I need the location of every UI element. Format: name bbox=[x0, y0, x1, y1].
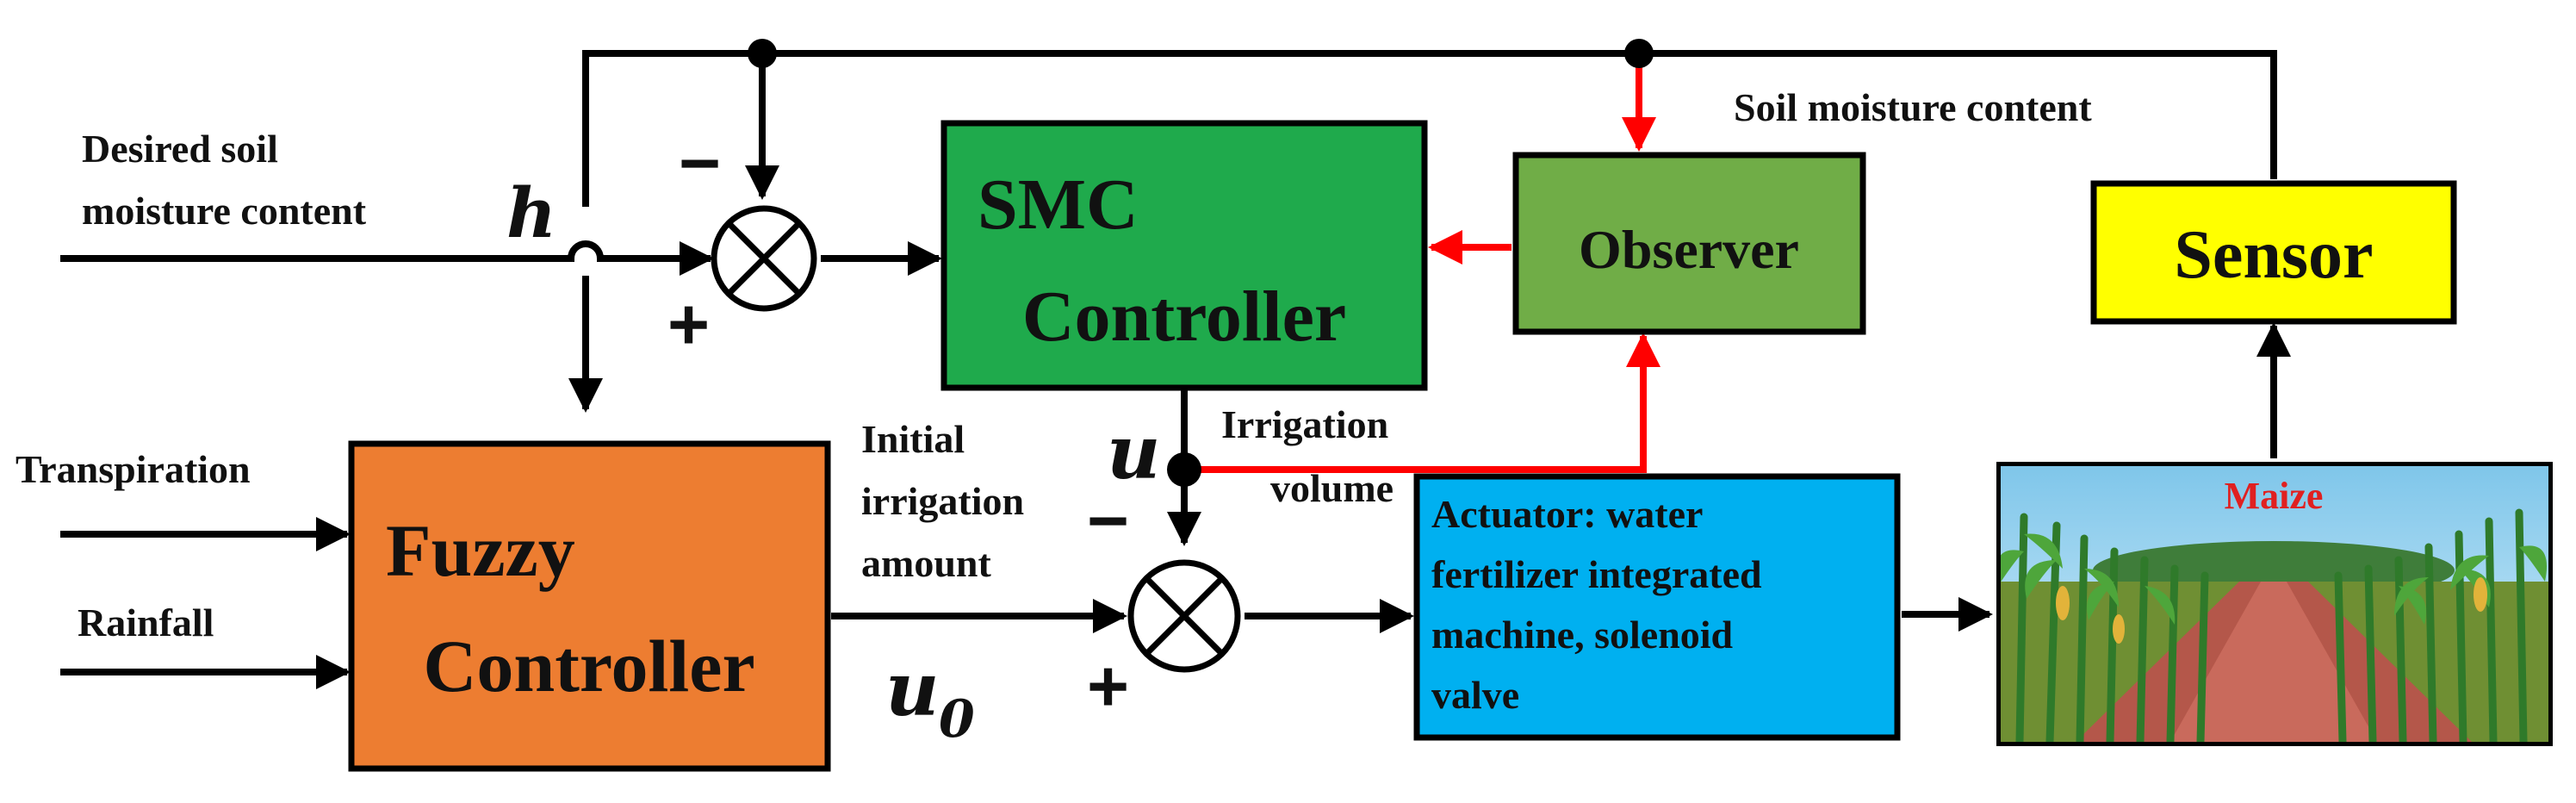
smc-controller-block: SMC Controller bbox=[940, 120, 1428, 391]
sum2-plus-sign: + bbox=[1087, 645, 1129, 726]
h-symbol: h bbox=[506, 172, 556, 253]
desired-label-line2: moisture content bbox=[82, 189, 367, 233]
sensor-box bbox=[2090, 180, 2457, 325]
signal-lines bbox=[60, 50, 2291, 689]
junction-dot bbox=[748, 39, 777, 68]
sum1-plus-sign: + bbox=[667, 283, 710, 364]
desired-label-line1: Desired soil bbox=[82, 127, 278, 171]
smc-box bbox=[940, 120, 1428, 391]
irrigation-label-line2: volume bbox=[1270, 466, 1394, 510]
sum2-minus-sign: − bbox=[1087, 480, 1129, 561]
maize-label: Maize bbox=[2225, 475, 2324, 517]
junction-dot bbox=[1167, 452, 1201, 487]
sensor-block: Sensor bbox=[2090, 180, 2457, 325]
junction-dot bbox=[1624, 39, 1654, 68]
observer-title: Observer bbox=[1579, 219, 1799, 280]
actuator-line2: fertilizer integrated bbox=[1431, 552, 1762, 596]
fuzzy-title-line1: Fuzzy bbox=[386, 509, 575, 592]
sensor-title: Sensor bbox=[2174, 217, 2373, 293]
transpiration-label: Transpiration bbox=[16, 447, 251, 491]
observer-block: Observer bbox=[1512, 152, 1866, 335]
fuzzy-controller-block: Fuzzy Controller bbox=[348, 440, 831, 772]
sum-junction-1 bbox=[711, 205, 817, 312]
observer-links bbox=[1184, 53, 1660, 473]
sum-junction-2 bbox=[1127, 559, 1241, 673]
initial-label-line2: irrigation bbox=[861, 479, 1024, 523]
fuzzy-box bbox=[348, 440, 831, 772]
actuator-line4: valve bbox=[1431, 673, 1519, 717]
feedback-bus bbox=[582, 50, 2277, 207]
actuator-line1: Actuator: water bbox=[1431, 492, 1703, 536]
u-symbol: u bbox=[1107, 409, 1161, 496]
maize-field-image: Maize bbox=[1996, 462, 2553, 746]
soil-moisture-label: Soil moisture content bbox=[1734, 85, 2092, 129]
actuator-line3: machine, solenoid bbox=[1431, 613, 1734, 657]
fuzzy-title-line2: Controller bbox=[423, 625, 754, 707]
actuator-box bbox=[1413, 473, 1901, 741]
desired-input-line bbox=[60, 240, 714, 276]
smc-title-line1: SMC bbox=[978, 165, 1139, 245]
observer-box bbox=[1512, 152, 1866, 335]
irrigation-label-line1: Irrigation bbox=[1221, 402, 1388, 446]
actuator-block: Actuator: water fertilizer integrated ma… bbox=[1413, 473, 1901, 741]
u0-symbol: u bbox=[885, 646, 940, 733]
junctions bbox=[748, 39, 1654, 487]
smc-title-line2: Controller bbox=[1022, 277, 1346, 357]
initial-label-line1: Initial bbox=[861, 417, 965, 461]
u0-subscript: 0 bbox=[939, 689, 975, 750]
sum1-minus-sign: − bbox=[679, 122, 721, 203]
initial-label-line3: amount bbox=[861, 541, 991, 585]
u-to-observer bbox=[1184, 333, 1660, 473]
rainfall-label: Rainfall bbox=[78, 601, 214, 644]
